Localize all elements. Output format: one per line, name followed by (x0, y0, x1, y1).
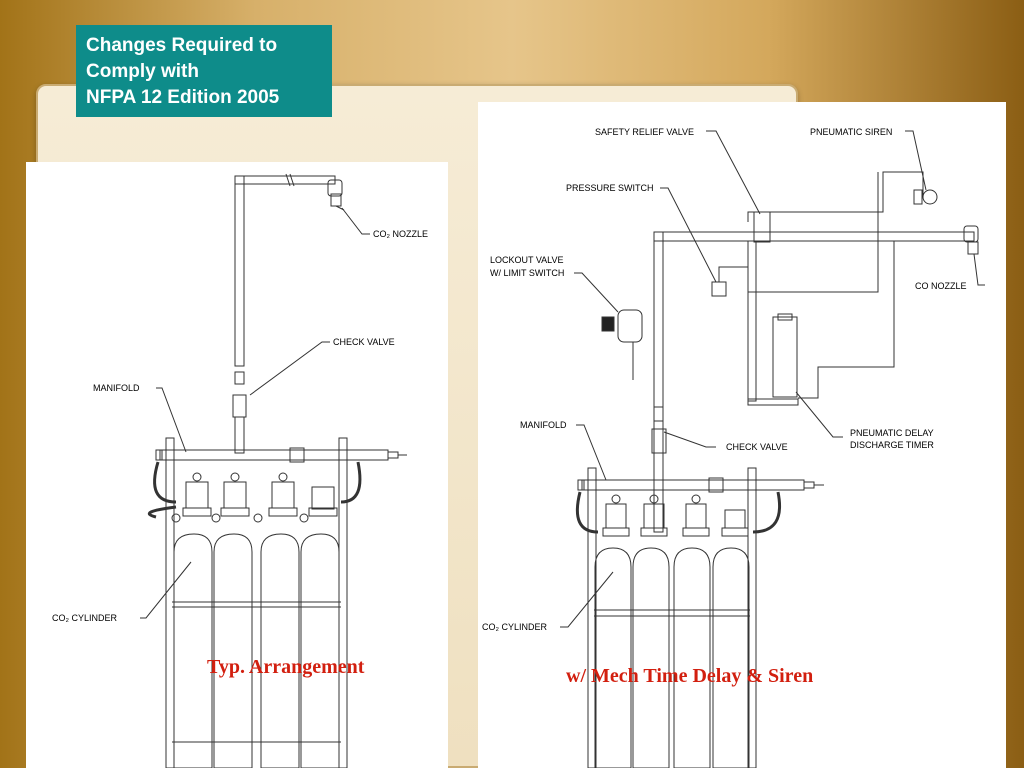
lockout-valve-icon (617, 309, 643, 343)
left-diagram-panel: CO₂ NOZZLE CHECK VALVE MANIFOLD CO₂ CYLI… (26, 162, 448, 768)
label-co2-cylinder-right: CO₂ CYLINDER (482, 622, 548, 632)
co2-cylinders-right (594, 547, 750, 768)
check-valve-icon (232, 394, 247, 418)
cylinder-valves-right (602, 494, 749, 537)
label-pneumatic-siren: PNEUMATIC SIREN (810, 127, 892, 137)
label-manifold-right: MANIFOLD (520, 420, 567, 430)
label-co2-nozzle: CO₂ NOZZLE (373, 229, 428, 239)
pressure-switch-icon (711, 281, 727, 297)
check-valve-icon-right (651, 428, 667, 454)
label-pneumatic-delay: PNEUMATIC DELAY (850, 428, 934, 438)
label-pressure-switch: PRESSURE SWITCH (566, 183, 654, 193)
label-lockout-limit-switch: W/ LIMIT SWITCH (490, 268, 564, 278)
cylinder-valves (171, 472, 338, 523)
riser-pipe-right (653, 231, 664, 533)
right-diagram-drawing: SAFETY RELIEF VALVE PNEUMATIC SIREN PRES… (482, 127, 985, 768)
label-check-valve-right: CHECK VALVE (726, 442, 788, 452)
label-safety-relief-valve: SAFETY RELIEF VALVE (595, 127, 694, 137)
label-discharge-timer: DISCHARGE TIMER (850, 440, 934, 450)
manifold-pipe-right (581, 479, 805, 491)
safety-relief-valve-icon (753, 211, 771, 243)
right-diagram-panel: SAFETY RELIEF VALVE PNEUMATIC SIREN PRES… (478, 102, 1006, 768)
manifold-pipe (159, 449, 389, 461)
label-lockout-valve: LOCKOUT VALVE (490, 255, 564, 265)
pneumatic-delay-timer-icon (772, 316, 798, 398)
label-co2-cylinder: CO₂ CYLINDER (52, 613, 118, 623)
left-diagram-drawing: CO₂ NOZZLE CHECK VALVE MANIFOLD CO₂ CYLI… (52, 173, 428, 768)
label-manifold: MANIFOLD (93, 383, 140, 393)
caption-time-delay-siren: w/ Mech Time Delay & Siren (566, 665, 814, 687)
slide-title: Changes Required to Comply with NFPA 12 … (76, 25, 332, 117)
co2-cylinders (173, 533, 340, 768)
label-check-valve: CHECK VALVE (333, 337, 395, 347)
slide-title-line-2: Comply with (86, 61, 199, 82)
slide-title-line-3: NFPA 12 Edition 2005 (86, 87, 280, 108)
pneumatic-siren-icon (922, 189, 938, 205)
slide-title-line-1: Changes Required to (86, 35, 278, 56)
caption-typical-arrangement: Typ. Arrangement (207, 656, 365, 678)
riser-pipe (234, 175, 245, 367)
label-co2-nozzle-right: CO NOZZLE (915, 281, 967, 291)
